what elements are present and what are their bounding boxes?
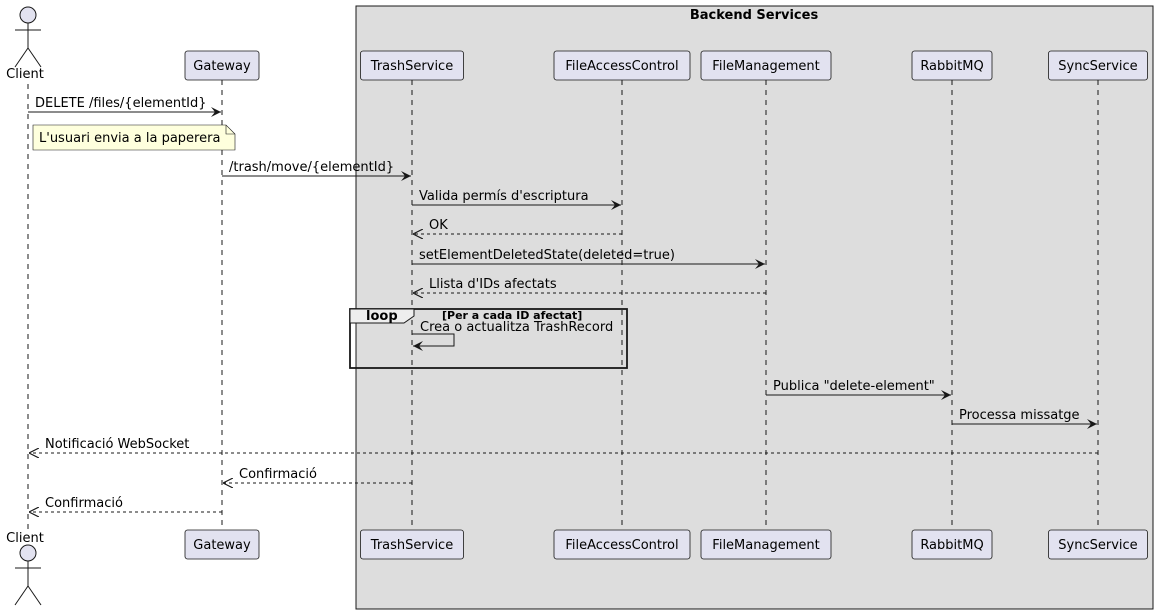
message-12: Confirmació <box>29 496 222 512</box>
actor-head-icon <box>19 544 37 562</box>
message-11: Confirmació <box>223 467 412 483</box>
message-6: Llista d'IDs afectats <box>413 277 766 293</box>
note-text: L'usuari envia a la paperera <box>39 131 220 146</box>
participant-gateway-top: Gateway <box>184 50 260 81</box>
participant-label: FileAccessControl <box>565 538 678 553</box>
message-label: Confirmació <box>239 467 317 482</box>
participant-label: Client <box>6 67 44 82</box>
message-4: OK <box>413 218 622 234</box>
message-label: OK <box>429 218 448 233</box>
participant-label: SyncService <box>1058 538 1137 553</box>
message-label: Confirmació <box>45 496 123 511</box>
message-label: Valida permís d'escriptura <box>419 189 589 204</box>
message-10: Notificació WebSocket <box>29 437 1098 453</box>
participant-label: Gateway <box>193 59 251 74</box>
message-5: setElementDeletedState(deleted=true) <box>412 248 765 269</box>
participant-trash-bottom: TrashService <box>360 529 464 560</box>
message-3: Valida permís d'escriptura <box>412 189 621 210</box>
participant-fac-top: FileAccessControl <box>553 50 691 81</box>
participant-label: TrashService <box>370 538 453 553</box>
loop-frame: loop [Per a cada ID afectat] <box>349 308 628 369</box>
message-label: DELETE /files/{elementId} <box>35 96 207 111</box>
note: L'usuari envia a la paperera <box>32 124 236 151</box>
loop-keyword: loop <box>366 309 398 324</box>
backend-services-group: Backend Services <box>355 5 1154 610</box>
message-label: setElementDeletedState(deleted=true) <box>419 248 675 263</box>
participant-rabbit-bottom: RabbitMQ <box>911 529 993 560</box>
message-2: /trash/move/{elementId} <box>222 160 411 181</box>
message-label: Crea o actualitza TrashRecord <box>420 320 613 335</box>
message-label: Publica "delete-element" <box>773 379 935 394</box>
participant-label: FileManagement <box>712 59 819 74</box>
loop-condition: [Per a cada ID afectat] <box>442 309 582 322</box>
participant-fm-bottom: FileManagement <box>700 529 832 560</box>
message-label: Notificació WebSocket <box>45 437 189 452</box>
group-title: Backend Services <box>690 8 819 23</box>
actor-client-top: Client <box>6 6 44 82</box>
actor-client-bottom: Client <box>6 531 44 606</box>
message-7: Crea o actualitza TrashRecord <box>412 320 613 351</box>
participant-label: Client <box>6 531 44 546</box>
message-8: Publica "delete-element" <box>766 379 951 400</box>
participant-label: FileAccessControl <box>565 59 678 74</box>
participant-sync-top: SyncService <box>1048 50 1148 81</box>
message-9: Processa missatge <box>952 408 1097 429</box>
message-1: DELETE /files/{elementId} <box>28 96 221 117</box>
participant-label: RabbitMQ <box>920 59 983 74</box>
participant-label: SyncService <box>1058 59 1137 74</box>
participant-fm-top: FileManagement <box>700 50 832 81</box>
message-label: /trash/move/{elementId} <box>229 160 394 175</box>
message-label: Llista d'IDs afectats <box>429 277 557 292</box>
participant-label: Gateway <box>193 538 251 553</box>
participant-sync-bottom: SyncService <box>1048 529 1148 560</box>
participant-label: FileManagement <box>712 538 819 553</box>
actor-head-icon <box>19 6 37 24</box>
participant-gateway-bottom: Gateway <box>184 529 260 560</box>
participant-rabbit-top: RabbitMQ <box>911 50 993 81</box>
participant-trash-top: TrashService <box>360 50 464 81</box>
participant-fac-bottom: FileAccessControl <box>553 529 691 560</box>
participant-label: TrashService <box>370 59 453 74</box>
participant-label: RabbitMQ <box>920 538 983 553</box>
message-label: Processa missatge <box>959 408 1080 423</box>
message-arrow <box>412 333 455 351</box>
